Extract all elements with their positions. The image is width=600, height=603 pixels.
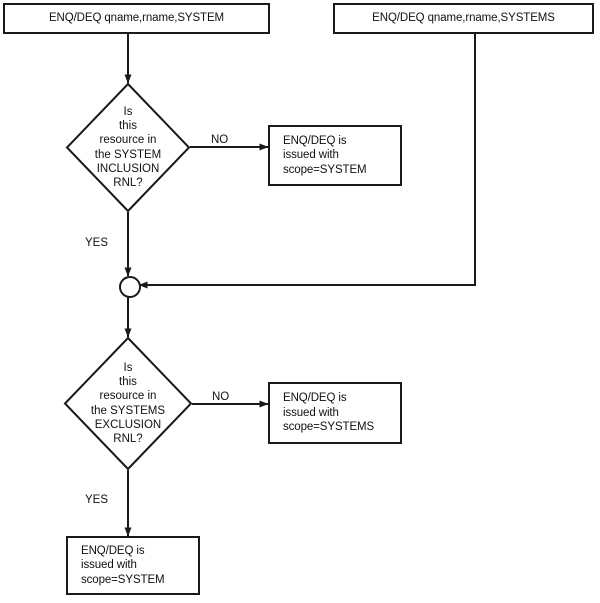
edge-label-inclusion-yes: YES — [85, 237, 109, 249]
start-node-systems: ENQ/DEQ qname,rname,SYSTEMS — [333, 3, 594, 34]
start-node-systems-label: ENQ/DEQ qname,rname,SYSTEMS — [372, 12, 555, 25]
result-scope-systems-label: ENQ/DEQ is issued with scope=SYSTEMS — [283, 392, 375, 434]
start-node-system: ENQ/DEQ qname,rname,SYSTEM — [3, 3, 270, 34]
edge-label-exclusion-no: NO — [212, 391, 230, 403]
result-scope-system-1-label: ENQ/DEQ is issued with scope=SYSTEM — [283, 134, 367, 176]
result-scope-system-1: ENQ/DEQ is issued with scope=SYSTEM — [268, 125, 402, 186]
edge-label-inclusion-no: NO — [211, 134, 229, 146]
decision-system-inclusion-shape — [65, 82, 191, 213]
edge-start-systems-to-junction — [138, 34, 476, 289]
merge-junction-node — [119, 276, 141, 298]
decision-systems-exclusion-shape — [63, 336, 193, 471]
decision-system-inclusion-rnl: Is this resource in the SYSTEM INCLUSION… — [65, 82, 191, 213]
result-scope-system-2: ENQ/DEQ is issued with scope=SYSTEM — [66, 536, 200, 595]
result-scope-systems: ENQ/DEQ is issued with scope=SYSTEMS — [268, 382, 402, 444]
decision-systems-exclusion-rnl: Is this resource in the SYSTEMS EXCLUSIO… — [63, 336, 193, 471]
start-node-system-label: ENQ/DEQ qname,rname,SYSTEM — [48, 12, 225, 25]
edge-label-exclusion-yes: YES — [85, 494, 109, 506]
result-scope-system-2-label: ENQ/DEQ is issued with scope=SYSTEM — [81, 544, 165, 586]
